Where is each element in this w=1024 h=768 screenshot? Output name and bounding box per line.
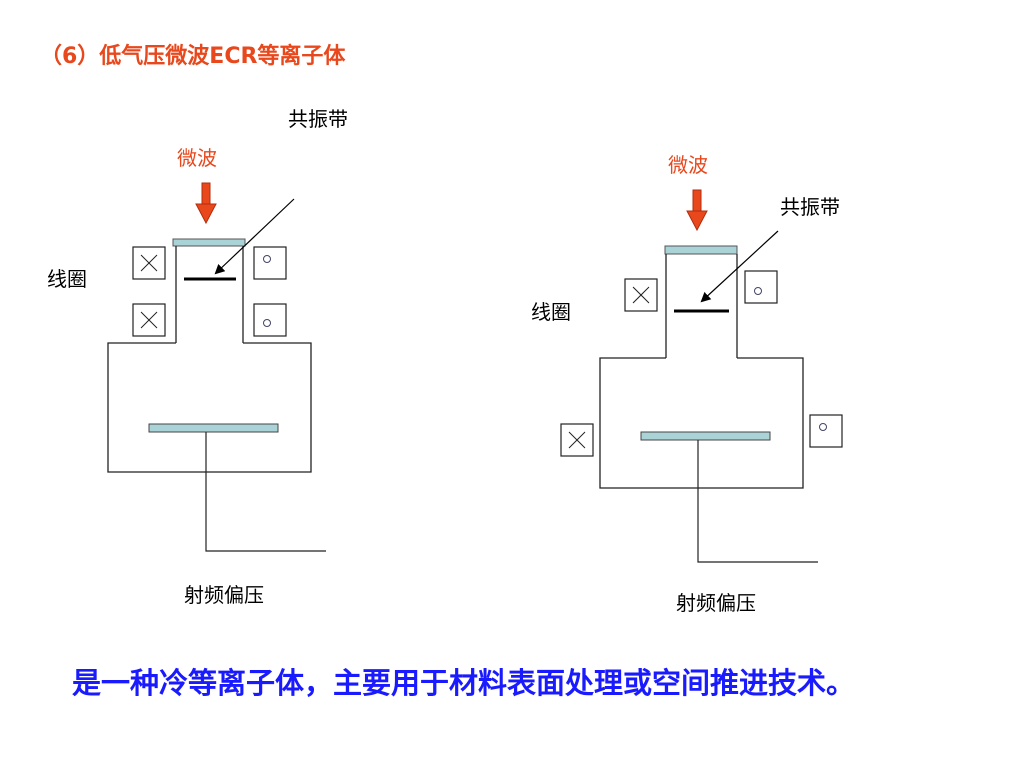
left-window-plate: [172, 238, 246, 247]
left-rf-lead: [205, 432, 326, 552]
left-chamber: [107, 342, 312, 473]
left-rf-bias-label: 射频偏压: [184, 583, 264, 607]
left-coil-dot-bottom: [253, 303, 287, 337]
left-waveguide: [175, 246, 244, 343]
right-microwave-label: 微波: [668, 153, 708, 177]
page-title: （6）低气压微波ECR等离子体: [40, 44, 346, 69]
left-microwave-arrow: [195, 182, 217, 225]
left-microwave-label: 微波: [177, 146, 217, 170]
right-coil-x-top: [624, 278, 658, 312]
left-coil-label: 线圈: [47, 267, 87, 291]
right-rf-lead: [697, 440, 818, 563]
right-diagram: [560, 189, 843, 563]
right-microwave-arrow: [686, 189, 708, 232]
left-substrate: [148, 423, 279, 433]
left-coil-dot-top: [253, 246, 287, 280]
left-coil-x-top: [132, 246, 166, 280]
right-rf-bias-label: 射频偏压: [676, 591, 756, 615]
left-resonance-label: 共振带: [288, 107, 348, 131]
left-diagram: [107, 182, 326, 552]
right-coil-dot-bottom: [809, 414, 843, 448]
right-coil-label: 线圈: [531, 300, 571, 324]
right-chamber: [599, 357, 804, 489]
left-resonance-pointer: [214, 198, 295, 275]
right-substrate: [640, 431, 771, 441]
right-coil-dot-top: [744, 270, 778, 304]
right-coil-x-bottom: [560, 423, 594, 457]
right-resonance-pointer: [700, 230, 779, 303]
left-coil-x-bottom: [132, 303, 166, 337]
right-resonance-label: 共振带: [780, 195, 840, 219]
right-waveguide: [665, 254, 738, 358]
footer-description: 是一种冷等离子体，主要用于材料表面处理或空间推进技术。: [72, 666, 856, 700]
right-window-plate: [664, 245, 738, 255]
